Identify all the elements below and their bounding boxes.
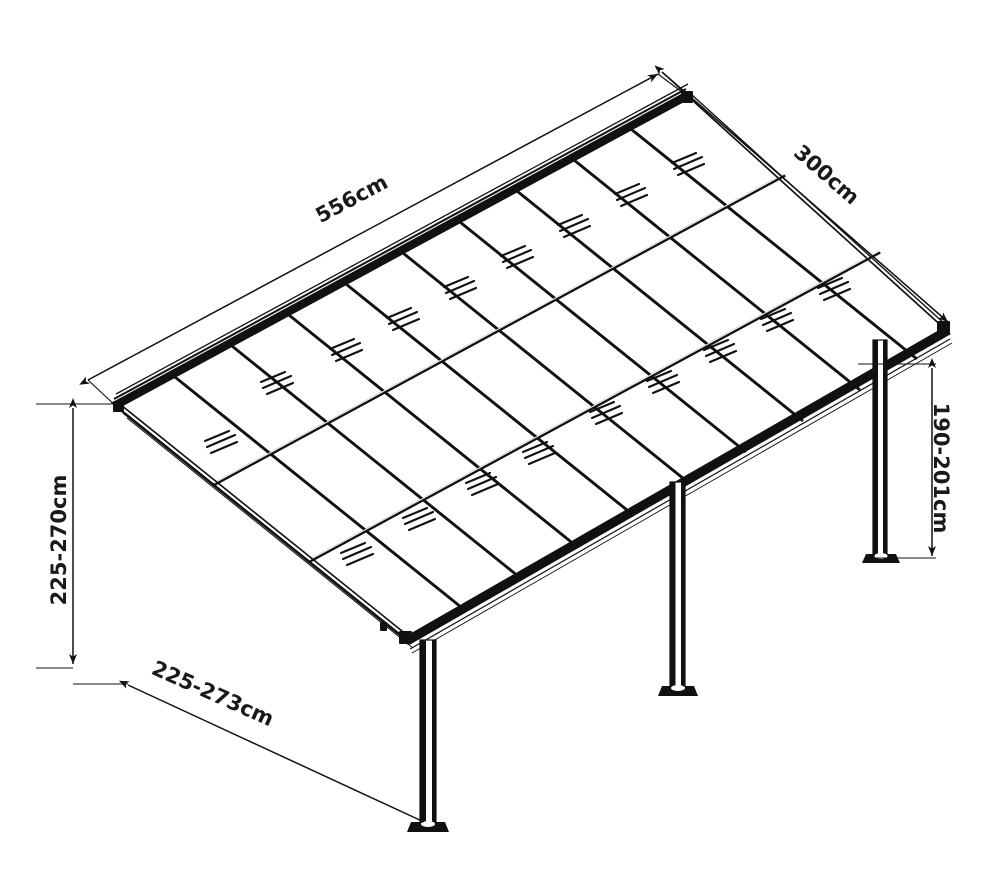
dimension-line-225-273cm (118, 680, 425, 823)
dimension-annotations (36, 65, 949, 823)
gutter-bracket-detail (380, 622, 387, 631)
extension-line-300cm-top (661, 71, 691, 99)
post-front-right (862, 339, 900, 563)
extension-line-300cm-bottom (943, 321, 949, 329)
post-front-left (407, 639, 449, 832)
dimension-line-556cm (79, 73, 659, 385)
dimension-label-225-270cm: 225-270cm (47, 475, 71, 606)
dimension-190-201cm (858, 358, 936, 559)
dimension-225-273cm (73, 680, 425, 823)
dimension-300cm (654, 65, 949, 329)
dimension-225-270cm (36, 398, 118, 669)
post-front-middle (658, 481, 698, 696)
dimension-line-300cm (654, 65, 949, 323)
dimension-label-190-201cm: 190-201cm (929, 403, 953, 534)
extension-line-556cm-left (87, 379, 119, 409)
support-posts (407, 339, 900, 832)
